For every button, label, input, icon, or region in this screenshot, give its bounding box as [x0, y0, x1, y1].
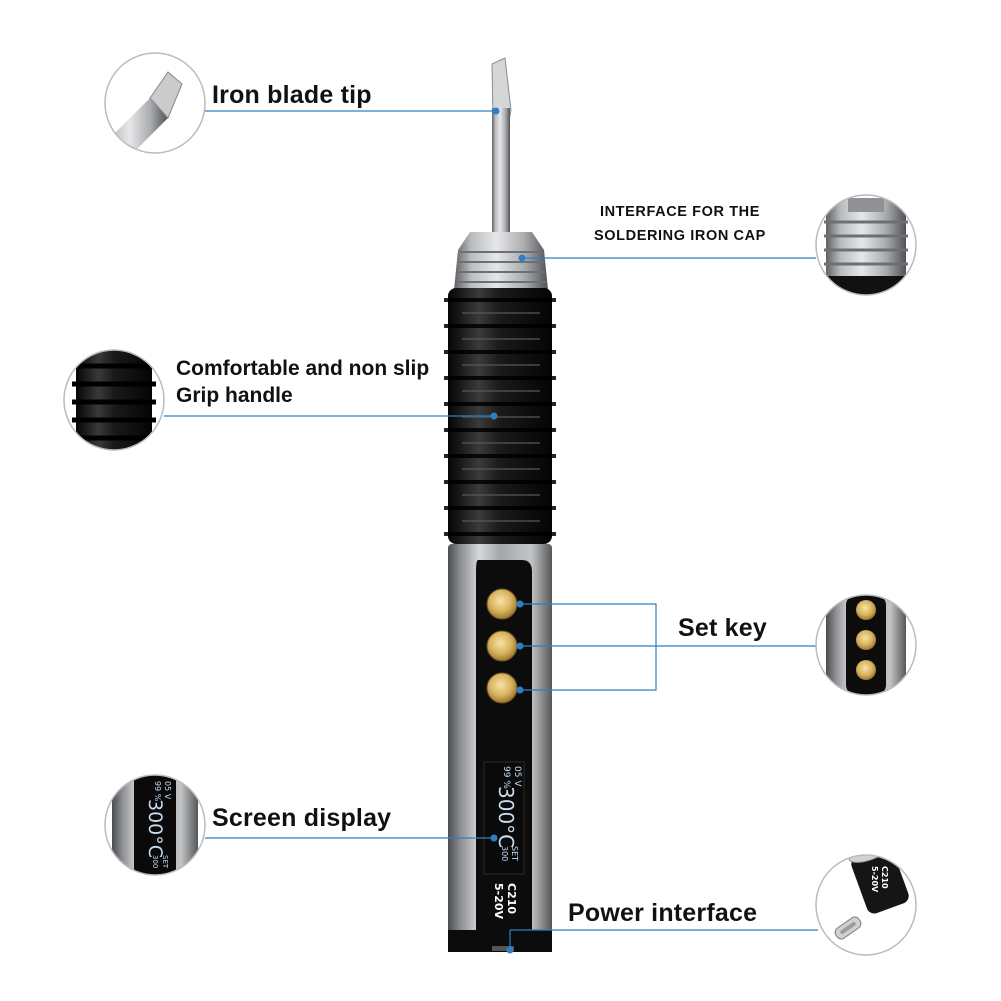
oled-screen: [483, 761, 525, 875]
inset-screen-set-value: 300: [151, 855, 159, 868]
screen-temperature: 300°C: [494, 786, 518, 848]
body-model: C210: [505, 883, 518, 914]
label-set-key: Set key: [678, 614, 767, 642]
label-grip-handle: Comfortable and non slip Grip handle: [176, 355, 429, 409]
inset-power-model: C210: [880, 866, 889, 889]
inset-screen: 05 V 99 % 300°C SET 300: [104, 774, 206, 876]
label-grip-line1: Comfortable and non slip: [176, 357, 430, 380]
callout-dots: [490, 107, 526, 954]
soldering-iron: 05 V 99 % 300°C SET 300 C210 5-20V: [444, 57, 556, 952]
inset-set-keys: [815, 594, 917, 696]
label-cap-interface: INTERFACE FOR THE SOLDERING IRON CAP: [570, 200, 790, 248]
set-key-down[interactable]: [486, 672, 518, 704]
label-cap-interface-line2: SOLDERING IRON CAP: [594, 228, 766, 244]
label-grip-line2: Grip handle: [176, 384, 293, 407]
inset-grip: [63, 349, 165, 451]
usb-c-connector: [834, 916, 862, 940]
label-iron-blade-tip: Iron blade tip: [212, 81, 372, 109]
inset-screen-voltage: 05 V: [163, 781, 172, 800]
set-key-middle[interactable]: [486, 630, 518, 662]
cap-threads: [456, 251, 546, 283]
screen-power-percent: 99 %: [501, 766, 511, 789]
screen-set-label: SET: [510, 846, 519, 861]
inset-power-voltage: 5-20V: [870, 866, 879, 893]
set-key-up[interactable]: [486, 588, 518, 620]
inset-screen-power: 99 %: [153, 781, 162, 802]
inset-blade-tip: [104, 52, 206, 154]
screen-voltage: 05 V: [512, 766, 522, 787]
inset-screen-set-label: SET: [161, 855, 169, 869]
label-screen-display: Screen display: [212, 804, 392, 832]
label-cap-interface-line1: INTERFACE FOR THE: [599, 204, 761, 220]
body-voltage-range: 5-20V: [492, 883, 505, 920]
tip-shaft: [492, 108, 510, 232]
label-power-interface: Power interface: [568, 899, 758, 927]
set-keys: [486, 588, 518, 704]
iron-bottom-cap: [448, 930, 552, 952]
grip-ribs: [444, 298, 556, 536]
screen-set-value: 300: [500, 846, 509, 861]
inset-cap-interface: [815, 194, 917, 296]
inset-screen-temperature: 300°C: [144, 799, 166, 858]
inset-power-interface: C210 5-20V: [815, 854, 917, 956]
